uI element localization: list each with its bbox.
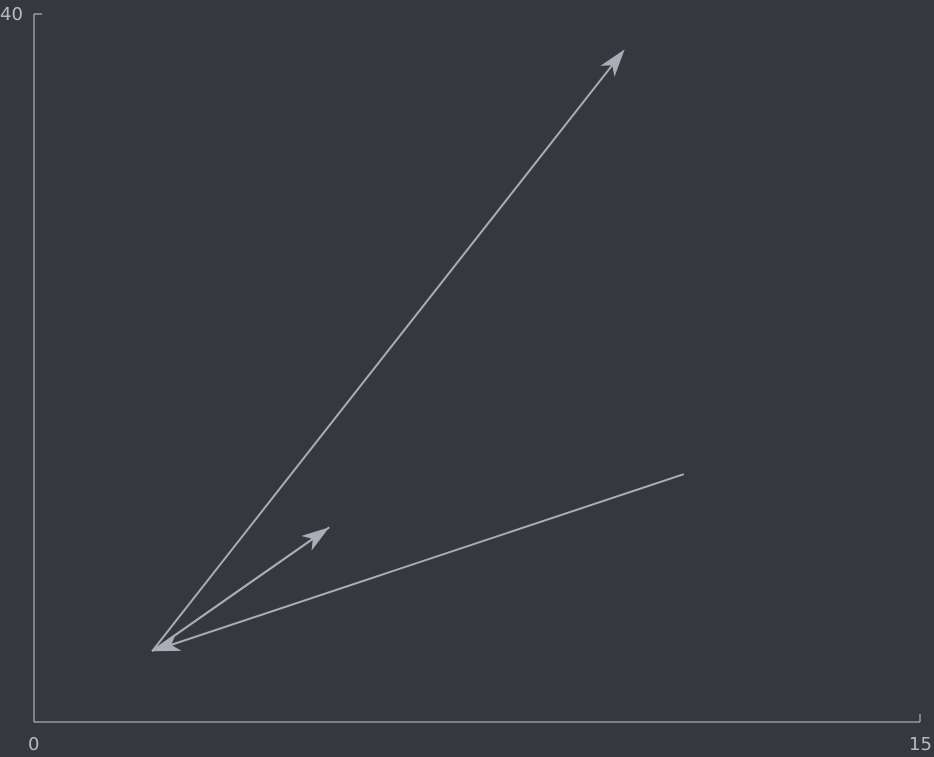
- x-tick-label-left: 0: [28, 734, 39, 755]
- x-tick-label-right: 15: [909, 734, 932, 755]
- vector-2-arrowhead: [600, 49, 625, 77]
- vector-series: [151, 49, 685, 653]
- vector-4-arrowhead: [301, 527, 330, 551]
- y-tick-label-top: 40: [0, 4, 23, 25]
- vector-3: [170, 473, 685, 646]
- vector-2: [151, 64, 614, 652]
- vector-4: [151, 537, 314, 653]
